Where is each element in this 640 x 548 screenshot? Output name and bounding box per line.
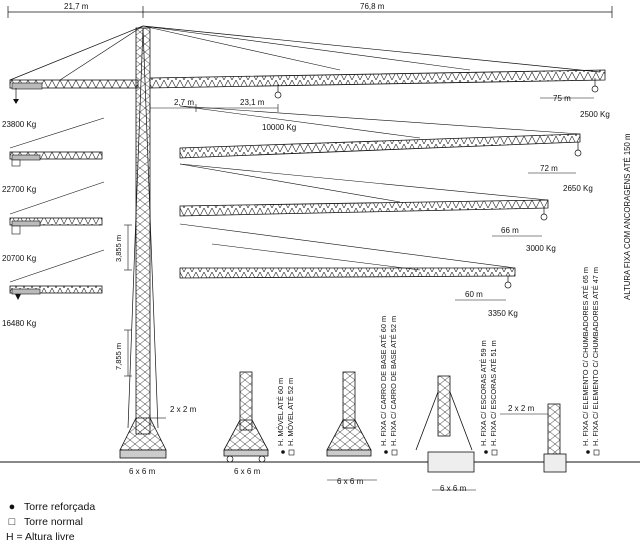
- jib-variant-66: [179, 163, 549, 237]
- jib-variant-60: [179, 223, 516, 301]
- tower-anchors: [500, 403, 567, 473]
- dim-2-7: 2,7 m: [174, 98, 194, 107]
- mast-vertical-dims: [124, 224, 132, 377]
- dim-top-right: 76,8 m: [360, 2, 385, 11]
- dim-top-left: 21,7 m: [64, 2, 89, 11]
- counterweight-4: [9, 249, 105, 300]
- dim-6x6-a: 6 x 6 m: [129, 467, 156, 476]
- jib-variant-72: [179, 105, 582, 174]
- label-h-movel-1: H. MÓVEL ATÉ 60 m: [276, 378, 285, 446]
- weight-2650: 2650 Kg: [563, 184, 593, 193]
- dim-2x2-b: 2 x 2 m: [508, 404, 535, 413]
- legend-h-def: H = Altura livre: [6, 531, 75, 543]
- weight-22700: 22700 Kg: [2, 185, 36, 194]
- dim-6x6-b: 6 x 6 m: [234, 467, 261, 476]
- counterweight-2: [9, 117, 105, 167]
- label-h-fixa-escoras-1: H. FIXA C/ ESCORAS ATÉ 59 m: [479, 340, 488, 446]
- dim-2x2-a: 2 x 2 m: [170, 405, 197, 414]
- counterweight-1: [13, 88, 19, 104]
- label-h-fixa-elem-2: H. FIXA C/ ELEMENTO C/ CHUMBADORES ATÉ 4…: [591, 267, 600, 446]
- legend-reforcada: Torre reforçada: [24, 501, 96, 513]
- filled-dot-icon: ●: [8, 501, 16, 513]
- legend-row-h: H = Altura livre: [6, 530, 95, 545]
- weight-3350: 3350 Kg: [488, 309, 518, 318]
- dim-72: 72 m: [540, 164, 558, 173]
- legend-normal: Torre normal: [24, 516, 83, 528]
- tower-base-car: [326, 371, 377, 481]
- weight-2500: 2500 Kg: [580, 110, 610, 119]
- top-dimension: [7, 6, 613, 18]
- legend: ● Torre reforçada □ Torre normal H = Alt…: [6, 500, 95, 545]
- dim-60: 60 m: [465, 290, 483, 299]
- weight-10000: 10000 Kg: [262, 123, 296, 132]
- dim-7855: 7,855 m: [114, 343, 123, 370]
- hollow-square-icon: □: [8, 516, 16, 528]
- label-h-fixa-base-1: H. FIXA C/ CARRO DE BASE ATÉ 60 m: [379, 316, 388, 446]
- tower-symbols: [281, 449, 600, 456]
- label-h-fixa-base-2: H. FIXA C/ CARRO DE BASE ATÉ 52 m: [389, 316, 398, 446]
- main-jib: [142, 25, 606, 99]
- legend-row-normal: □ Torre normal: [6, 515, 95, 530]
- dim-75: 75 m: [553, 94, 571, 103]
- weight-23800: 23800 Kg: [2, 120, 36, 129]
- dim-6x6-c: 6 x 6 m: [337, 477, 364, 486]
- dim-23-1: 23,1 m: [240, 98, 265, 107]
- counter-jib: [9, 25, 144, 90]
- label-h-fixa-elem-1: H. FIXA C/ ELEMENTO C/ CHUMBADORES ATÉ 6…: [581, 267, 590, 446]
- main-mast: [119, 27, 167, 459]
- weight-16480: 16480 Kg: [2, 319, 36, 328]
- dim-6x6-d: 6 x 6 m: [440, 484, 467, 493]
- dim-66: 66 m: [501, 226, 519, 235]
- dim-3855: 3,855 m: [114, 235, 123, 262]
- label-altura-fixa: ALTURA FIXA COM ANCORAGENS ATÉ 150 m: [623, 133, 632, 300]
- tower-struts: [415, 375, 476, 491]
- counterweight-3: [9, 181, 105, 235]
- tower-mobile: [223, 371, 269, 463]
- weight-20700: 20700 Kg: [2, 254, 36, 263]
- weight-3000: 3000 Kg: [526, 244, 556, 253]
- base-dim-2x2-a: [149, 414, 166, 422]
- label-h-movel-2: H. MÓVEL ATÉ 52 m: [286, 378, 295, 446]
- main-jib-dims: [149, 97, 594, 112]
- label-h-fixa-escoras-2: H. FIXA C/ ESCORAS ATÉ 51 m: [489, 340, 498, 446]
- legend-row-reforcada: ● Torre reforçada: [6, 500, 96, 515]
